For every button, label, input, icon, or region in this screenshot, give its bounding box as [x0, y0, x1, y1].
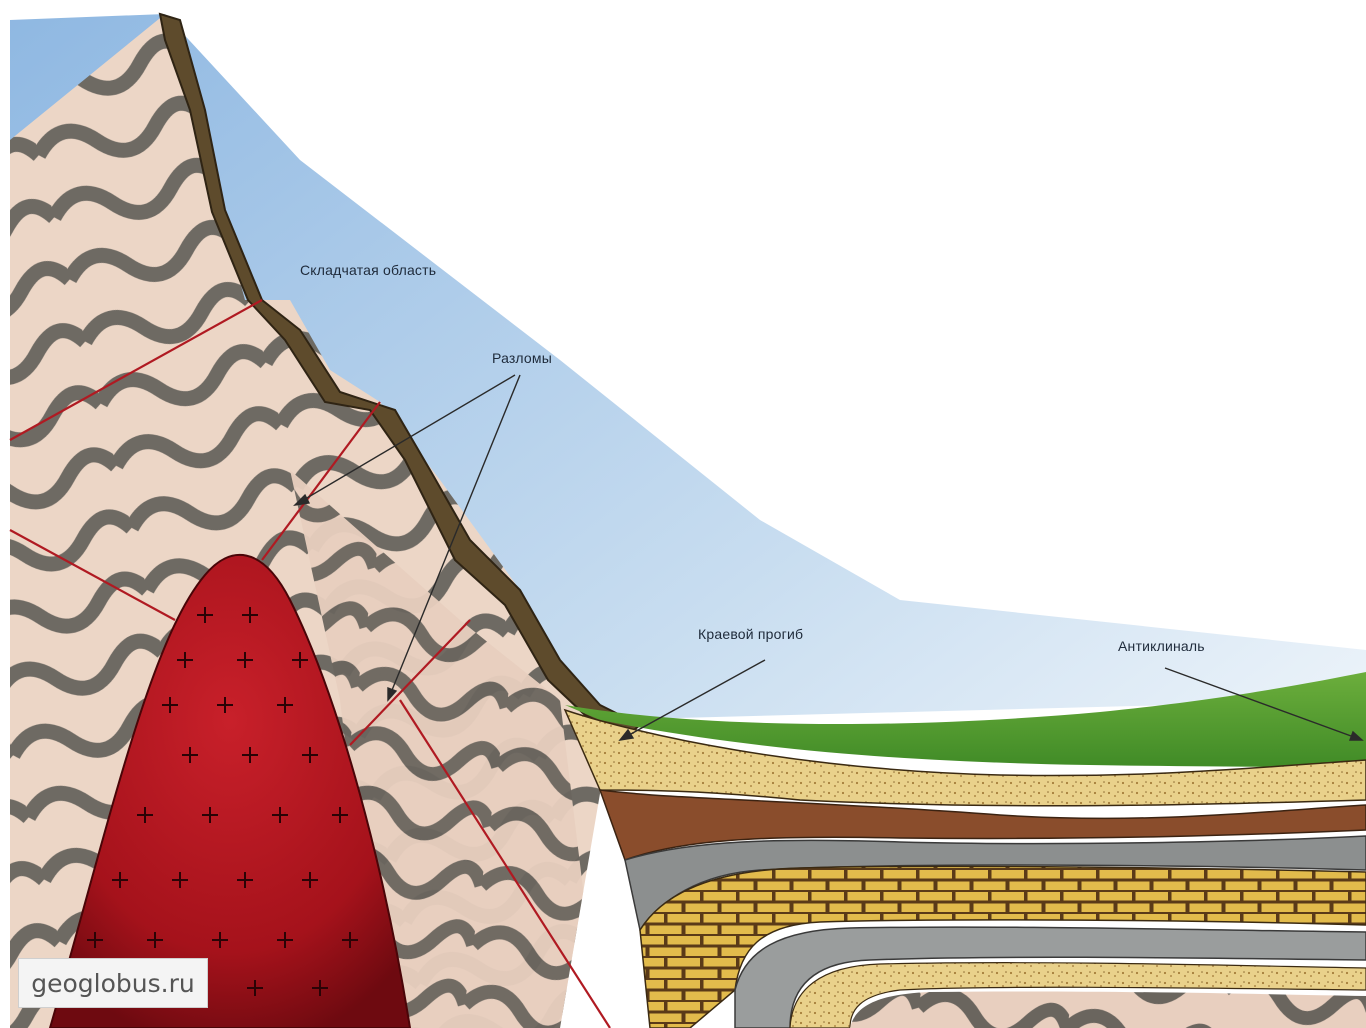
deep-folded-rock	[850, 991, 1366, 1028]
label-anticline: Антиклиналь	[1118, 638, 1205, 654]
label-faults: Разломы	[492, 350, 552, 366]
label-folded-area: Складчатая область	[300, 262, 436, 278]
watermark: geoglobus.ru	[18, 958, 208, 1008]
label-foredeep: Краевой прогиб	[698, 626, 803, 642]
